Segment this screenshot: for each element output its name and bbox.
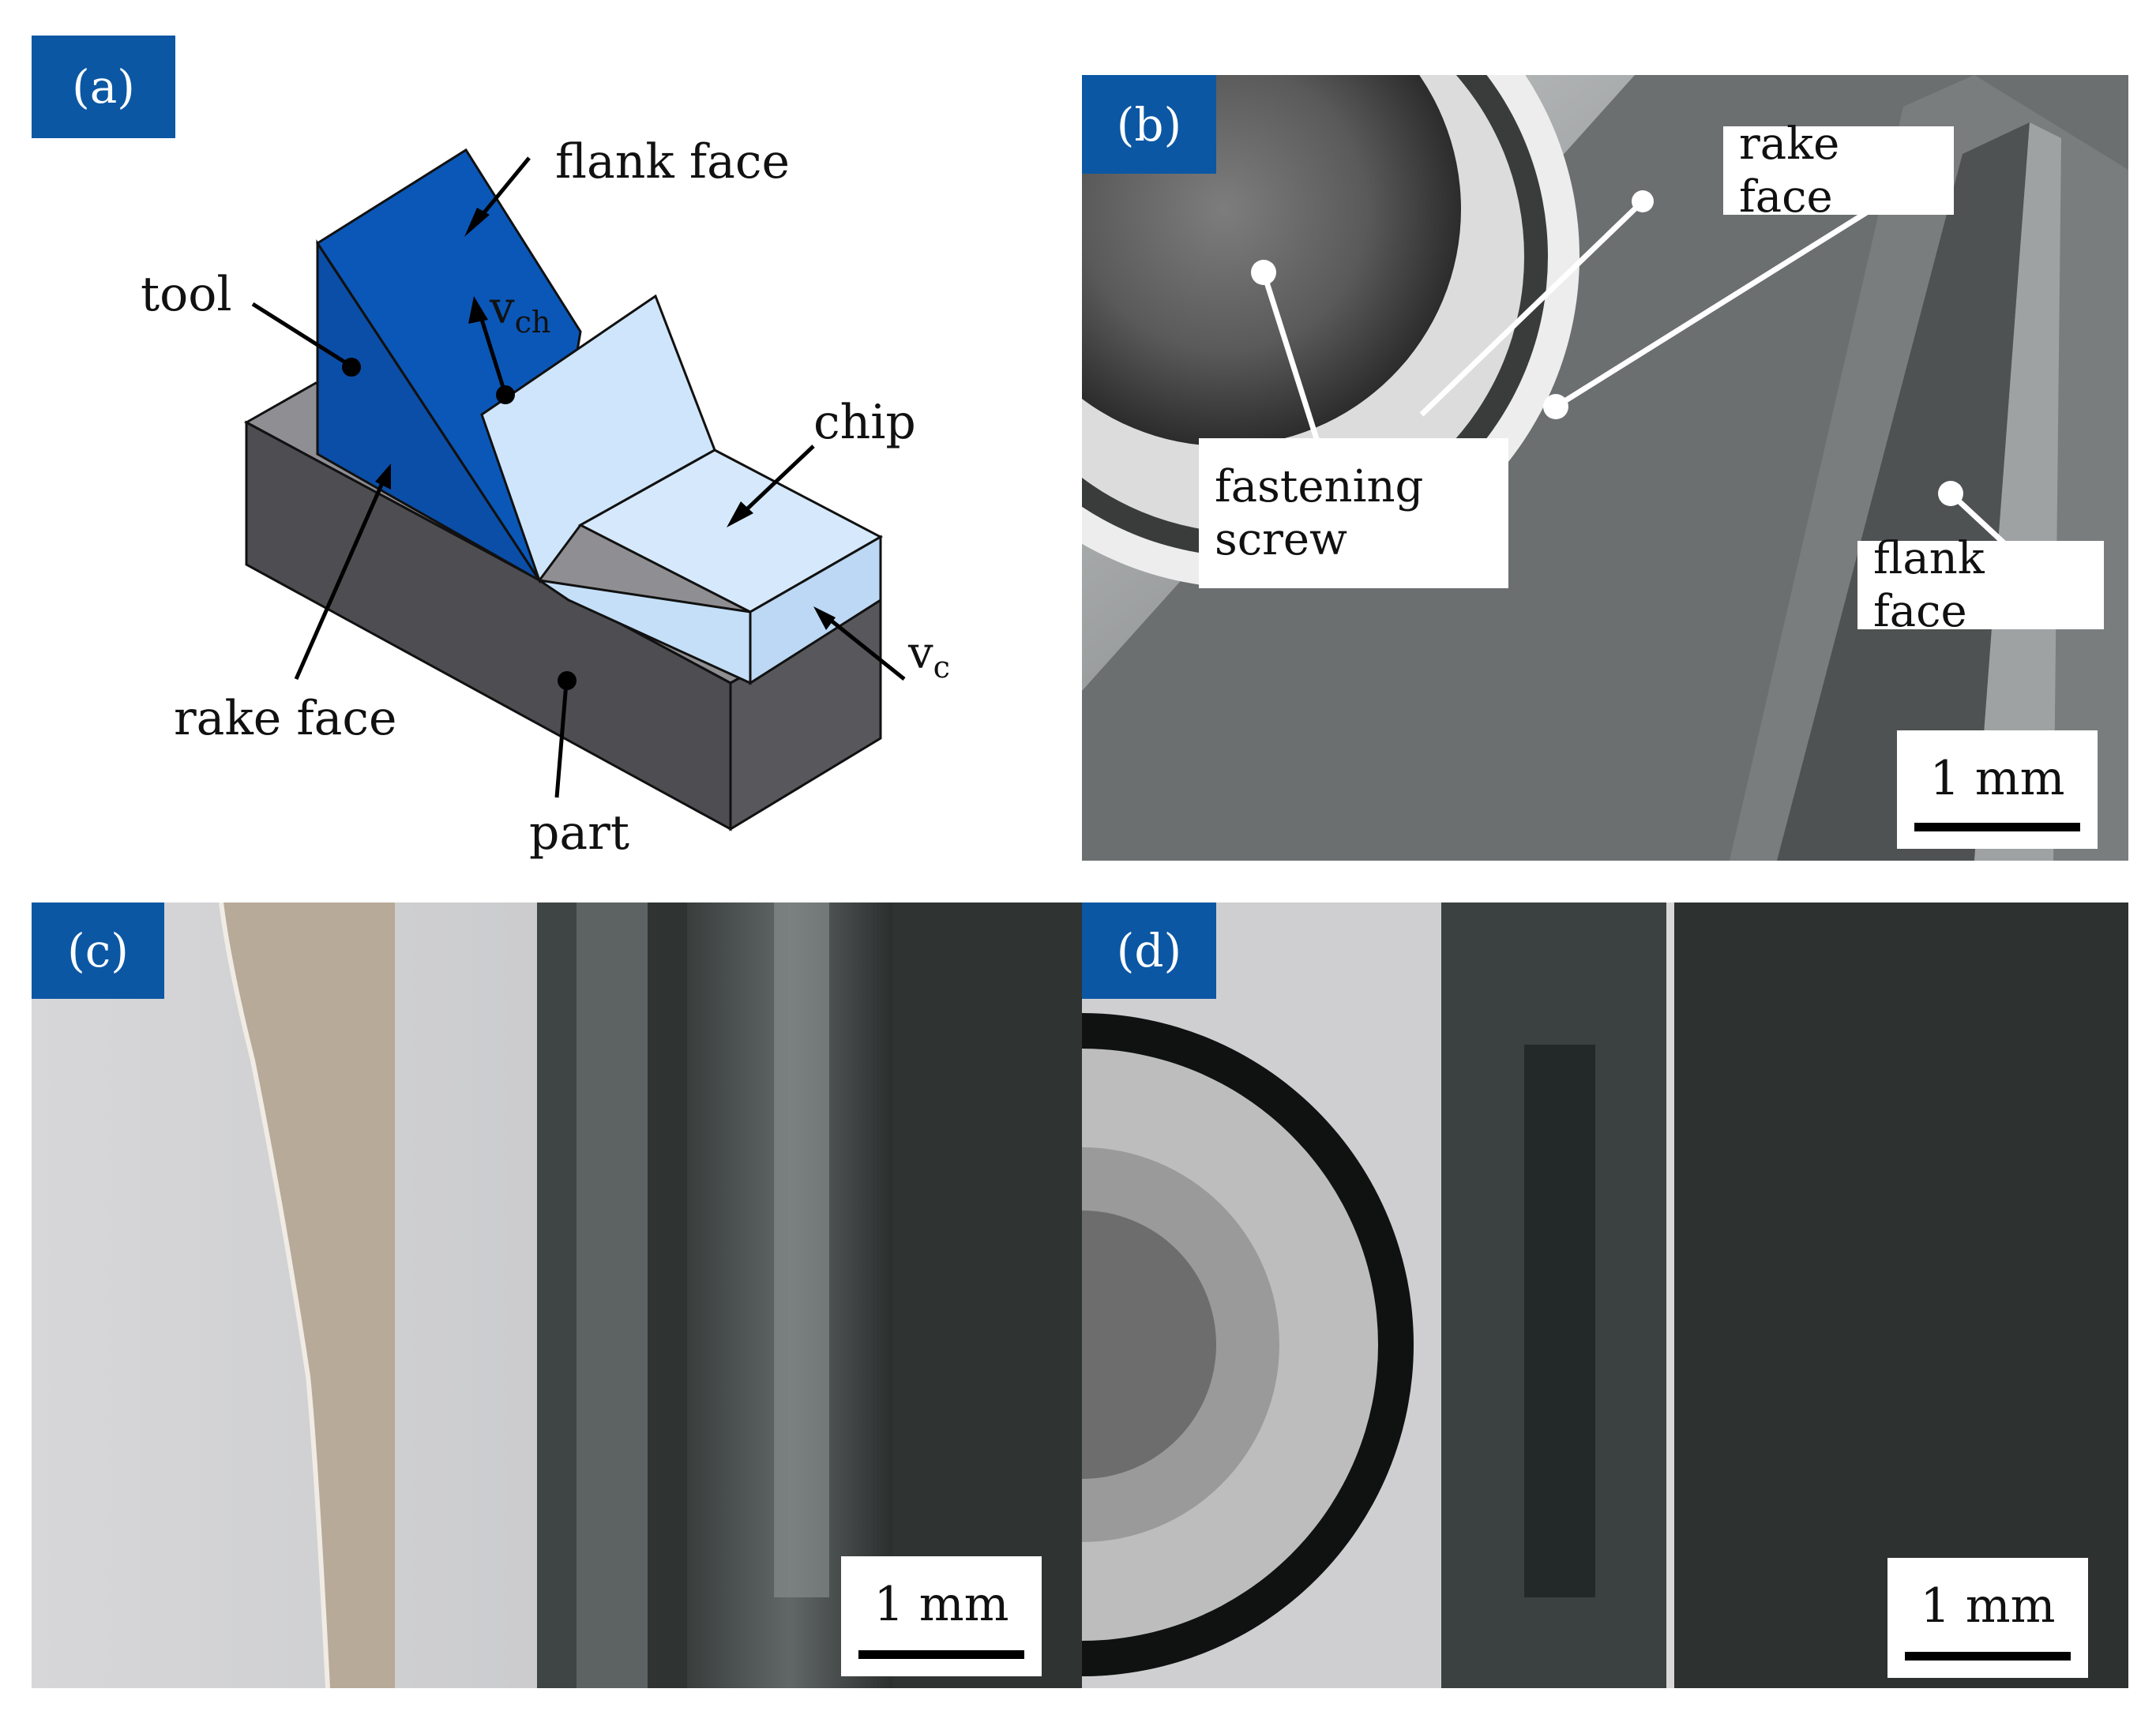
panel-d-tag: (d) <box>1082 903 1216 999</box>
leader-part <box>554 682 569 798</box>
scale-bar-d-label: 1 mm <box>1920 1578 2056 1634</box>
label-vch: vch <box>490 283 550 340</box>
leader-vc <box>824 614 906 681</box>
panel-d-photo <box>1082 903 2128 1688</box>
leader-tool <box>251 302 351 367</box>
leader-rake-face <box>294 476 387 681</box>
scale-bar-b-label: 1 mm <box>1929 751 2065 806</box>
chip-strip-c <box>221 903 395 1688</box>
label-rake-face: rake face <box>174 691 397 746</box>
panel-a: (a) flank face tool vch chip vc rake fac… <box>0 0 1058 869</box>
panel-c-tag: (c) <box>32 903 164 999</box>
callout-b-rake-face: rake face <box>1723 118 1954 223</box>
label-part: part <box>529 805 629 861</box>
panel-b-leaders <box>1251 190 2064 599</box>
leader-b-screw <box>1260 271 1322 448</box>
scale-bar-c-line <box>858 1650 1024 1659</box>
label-vch-main: v <box>490 283 515 334</box>
cutting-schematic <box>243 148 906 831</box>
label-vc-sub: c <box>933 650 950 685</box>
label-chip: chip <box>813 395 916 450</box>
callout-b-fastening-screw: fastening screw <box>1199 438 1508 588</box>
callout-b-fastening-line1: fastening <box>1215 460 1424 512</box>
label-tool: tool <box>141 267 232 322</box>
label-flank-face: flank face <box>555 134 790 190</box>
scale-bar-c: 1 mm <box>841 1556 1042 1676</box>
leader-b-rake <box>1554 207 1873 409</box>
scale-bar-d-line <box>1905 1652 2071 1661</box>
scale-bar-b-line <box>1914 823 2080 831</box>
callout-b-fastening-line2: screw <box>1215 514 1347 565</box>
scale-bar-b: 1 mm <box>1897 730 2098 849</box>
panel-a-tag: (a) <box>32 36 175 138</box>
panel-b-tag: (b) <box>1082 75 1216 174</box>
panel-b: (b) rake face fastening screw flank face… <box>1082 75 2128 861</box>
scale-bar-c-label: 1 mm <box>873 1577 1009 1632</box>
leader-chip <box>737 445 815 519</box>
leader-vch <box>477 311 508 396</box>
label-vc-main: v <box>908 628 933 679</box>
callout-b-flank-face: flank face <box>1857 533 2104 637</box>
label-vc: vc <box>908 628 950 685</box>
panel-c: (c) 1 mm <box>32 903 1082 1688</box>
panel-d: (d) 1 mm <box>1082 903 2128 1688</box>
scale-bar-d: 1 mm <box>1887 1558 2088 1678</box>
label-vch-sub: ch <box>514 305 551 340</box>
